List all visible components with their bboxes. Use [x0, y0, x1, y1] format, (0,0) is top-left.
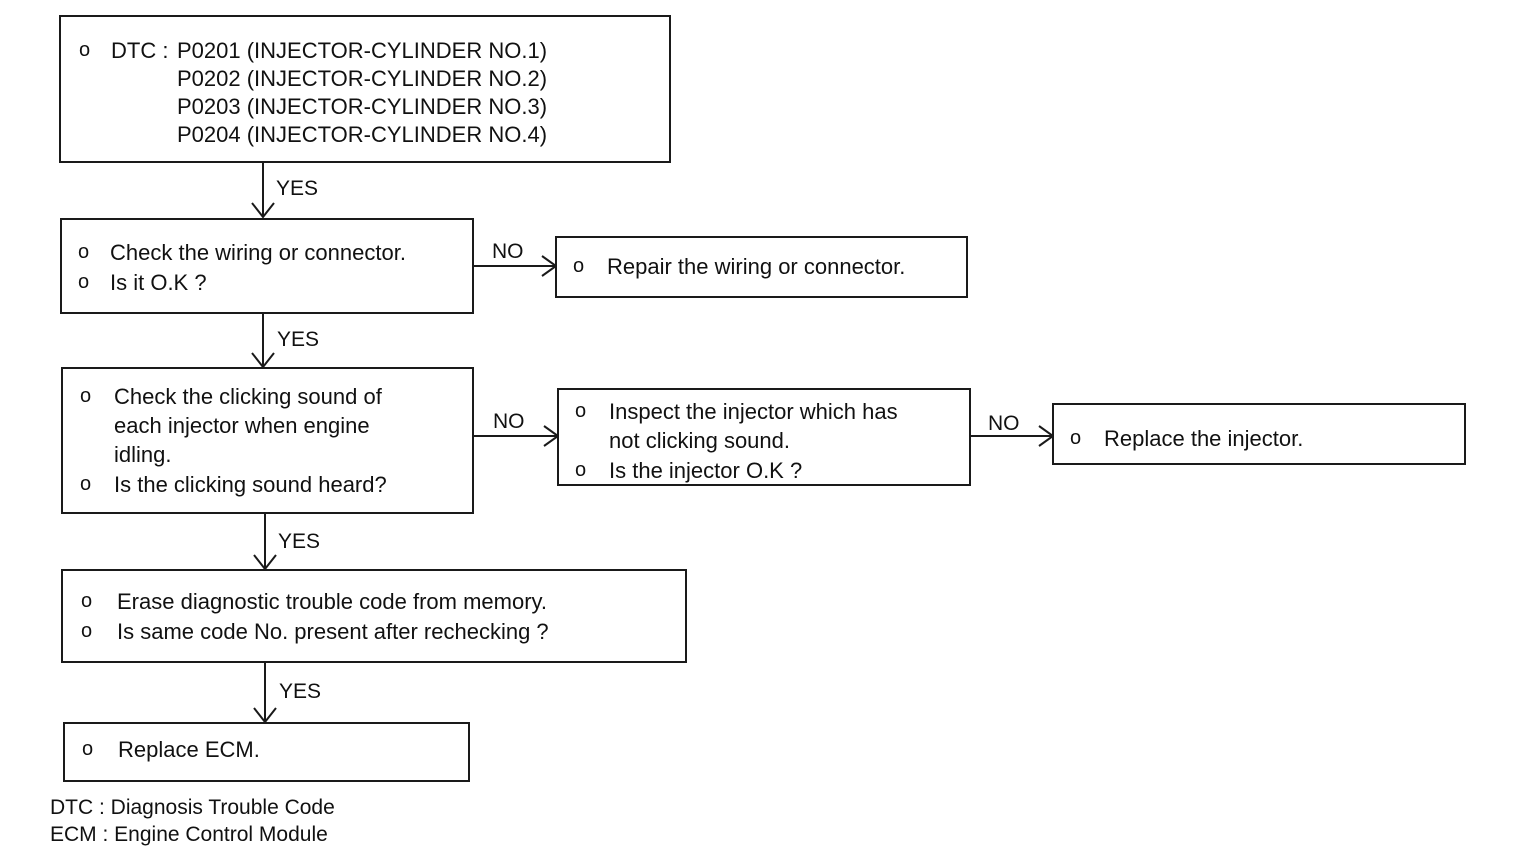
- injector-inspect-line: Is the injector O.K ?: [609, 458, 803, 483]
- no-label: NO: [988, 412, 1020, 435]
- footnote-dtc: DTC : Diagnosis Trouble Code: [50, 796, 335, 819]
- dtc-box: o DTC : P0201 (INJECTOR-CYLINDER NO.1) P…: [59, 15, 671, 163]
- clicking-check-line: idling.: [114, 442, 172, 467]
- yes-label: YES: [277, 328, 320, 351]
- wiring-repair-box: o Repair the wiring or connector.: [555, 236, 968, 298]
- dtc-code: P0201 (INJECTOR-CYLINDER NO.1): [177, 38, 548, 63]
- bullet: o: [1070, 427, 1082, 449]
- clicking-check-line: each injector when engine: [114, 413, 370, 438]
- bullet: o: [79, 39, 91, 61]
- bullet: o: [82, 738, 94, 760]
- injector-inspect-box: o Inspect the injector which has not cli…: [557, 388, 971, 486]
- bullet: o: [575, 459, 587, 481]
- bullet: o: [80, 473, 92, 495]
- bullet: o: [80, 385, 92, 407]
- clicking-check-line: Check the clicking sound of: [114, 384, 382, 409]
- bullet: o: [575, 400, 587, 422]
- injector-replace-line: Replace the injector.: [1104, 426, 1304, 451]
- yes-label: YES: [278, 530, 321, 553]
- injector-replace-box: o Replace the injector.: [1052, 403, 1466, 465]
- wiring-check-line: Is it O.K ?: [110, 270, 207, 295]
- erase-code-box: o Erase diagnostic trouble code from mem…: [61, 569, 687, 663]
- bullet: o: [78, 271, 90, 293]
- footnote-ecm: ECM : Engine Control Module: [50, 823, 328, 846]
- injector-inspect-line: Inspect the injector which has: [609, 399, 898, 424]
- clicking-sound-check-box: o Check the clicking sound of each injec…: [61, 367, 474, 514]
- wiring-repair-line: Repair the wiring or connector.: [607, 254, 906, 279]
- ecm-replace-line: Replace ECM.: [118, 737, 260, 762]
- bullet: o: [78, 241, 90, 263]
- clicking-check-line: Is the clicking sound heard?: [114, 472, 387, 497]
- bullet: o: [573, 255, 585, 277]
- bullet: o: [81, 590, 93, 612]
- ecm-replace-box: o Replace ECM.: [63, 722, 470, 782]
- bullet: o: [81, 620, 93, 642]
- erase-code-line: Is same code No. present after recheckin…: [117, 619, 549, 644]
- wiring-check-box: o Check the wiring or connector. o Is it…: [60, 218, 474, 314]
- no-label: NO: [492, 240, 524, 263]
- yes-label: YES: [276, 177, 319, 200]
- dtc-code: P0204 (INJECTOR-CYLINDER NO.4): [177, 122, 548, 147]
- yes-label: YES: [279, 680, 322, 703]
- injector-inspect-line: not clicking sound.: [609, 428, 790, 453]
- dtc-code: P0203 (INJECTOR-CYLINDER NO.3): [177, 94, 548, 119]
- dtc-code: P0202 (INJECTOR-CYLINDER NO.2): [177, 66, 548, 91]
- no-label: NO: [493, 410, 525, 433]
- wiring-check-line: Check the wiring or connector.: [110, 240, 406, 265]
- dtc-prefix: DTC :: [111, 38, 169, 63]
- erase-code-line: Erase diagnostic trouble code from memor…: [117, 589, 547, 614]
